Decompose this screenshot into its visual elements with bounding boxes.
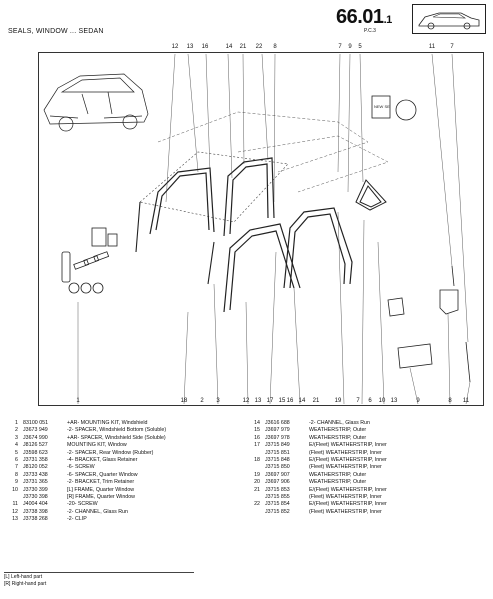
callout-top: 13 bbox=[186, 44, 194, 50]
callout-top: 8 bbox=[273, 44, 277, 50]
callout-top: 7 bbox=[338, 44, 342, 50]
callout-bottom: 6 bbox=[368, 398, 372, 404]
exploded-view-frame bbox=[38, 52, 484, 406]
part-row: J3730 398[R] FRAME, Quarter Window bbox=[23, 494, 135, 501]
front-door-frames bbox=[149, 157, 275, 237]
part-row: J3715 852(Fleet) WEATHERSTRIP, Inner bbox=[265, 508, 382, 515]
part-row: J3715 850(Fleet) WEATHERSTRIP, Inner bbox=[265, 464, 382, 471]
callout-bottom: 11 bbox=[462, 398, 470, 404]
notes: [L] Left-hand part [R] Right-hand part bbox=[4, 574, 46, 588]
callout-bottom: 13 bbox=[254, 398, 262, 404]
kit-label: NEW SE bbox=[374, 104, 390, 109]
part-row: J3715 855(Fleet) WEATHERSTRIP, Inner bbox=[265, 494, 382, 501]
exploded-view-diagram: NEW SE bbox=[43, 53, 471, 405]
part-row: J3715 851(Fleet) WEATHERSTRIP, Inner bbox=[265, 449, 382, 456]
callout-top: 12 bbox=[171, 44, 179, 50]
callout-bottom: 1 bbox=[76, 398, 80, 404]
car-overview-icon bbox=[43, 73, 149, 132]
notes-divider bbox=[4, 572, 194, 573]
callout-top: 21 bbox=[239, 44, 247, 50]
bracket-parts bbox=[387, 265, 471, 383]
section-title: SEALS, WINDOW ... SEDAN bbox=[8, 28, 104, 35]
quarter-window-frame bbox=[355, 179, 387, 211]
roof-outline bbox=[157, 111, 389, 193]
kit-boxes: NEW SE bbox=[371, 95, 417, 121]
callout-top: 7 bbox=[450, 44, 454, 50]
callout-top: 11 bbox=[428, 44, 436, 50]
callout-bottom: 16 bbox=[286, 398, 294, 404]
callout-top: 22 bbox=[255, 44, 263, 50]
page-code: P.C.3 bbox=[364, 28, 376, 34]
callout-top: 16 bbox=[201, 44, 209, 50]
note-right-hand: [R] Right-hand part bbox=[4, 581, 47, 587]
callout-bottom: 15 bbox=[278, 398, 286, 404]
callout-top: 14 bbox=[225, 44, 233, 50]
callout-bottom: 18 bbox=[180, 398, 188, 404]
callout-bottom: 3 bbox=[216, 398, 220, 404]
callout-bottom: 21 bbox=[312, 398, 320, 404]
rear-door-frames bbox=[223, 207, 353, 313]
page-number: 66.01.1 bbox=[336, 6, 392, 28]
callout-bottom: 17 bbox=[266, 398, 274, 404]
callout-top: 5 bbox=[358, 44, 362, 50]
callout-bottom: 13 bbox=[390, 398, 398, 404]
callout-bottom: 12 bbox=[242, 398, 250, 404]
callout-top: 9 bbox=[348, 44, 352, 50]
mounting-kit-items bbox=[61, 227, 118, 294]
callout-bottom: 7 bbox=[356, 398, 360, 404]
callout-bottom: 14 bbox=[298, 398, 306, 404]
callout-bottom: 2 bbox=[200, 398, 204, 404]
leader-lines bbox=[77, 53, 471, 405]
callout-bottom: 8 bbox=[448, 398, 452, 404]
side-channel-strips bbox=[135, 201, 215, 285]
callout-bottom: 19 bbox=[334, 398, 342, 404]
callout-bottom: 9 bbox=[416, 398, 420, 404]
note-left-hand: [L] Left-hand part bbox=[4, 574, 43, 580]
sedan-thumbnail-icon bbox=[412, 4, 486, 34]
callout-bottom: 10 bbox=[378, 398, 386, 404]
